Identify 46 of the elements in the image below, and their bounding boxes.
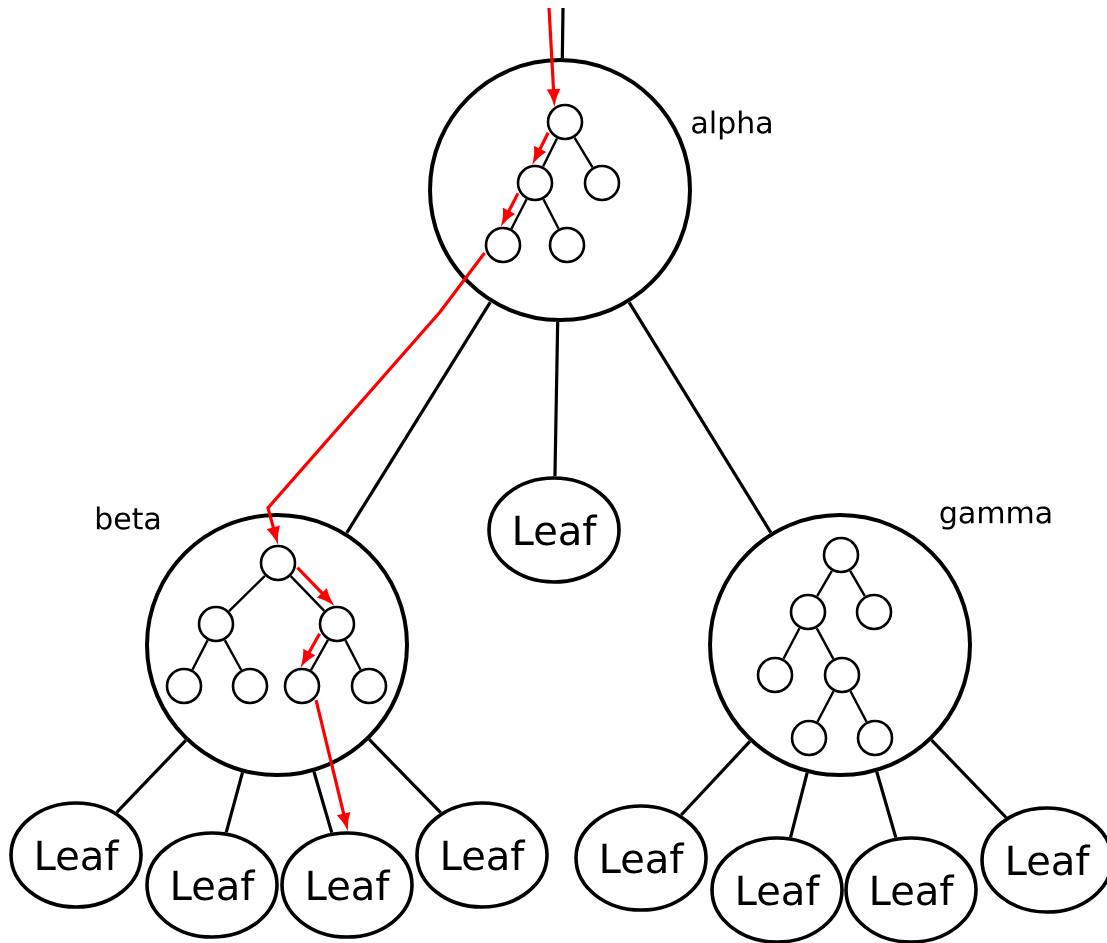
tree-edge [573, 137, 594, 168]
tree-edge [115, 739, 187, 814]
tree-edge [344, 639, 362, 671]
tree-node-circle [546, 103, 584, 141]
tree-node-circle [856, 719, 894, 757]
tree-node-circle [823, 656, 861, 694]
path-arrow [296, 566, 332, 603]
tree-node-circle [790, 719, 828, 757]
tree-node-circle [789, 593, 827, 631]
tree-edge [849, 570, 866, 597]
tree-node-circle [197, 605, 235, 643]
node-label: gamma [940, 506, 1051, 530]
tree-edge [782, 627, 801, 660]
tree-node-circle [756, 656, 794, 694]
tree-edge [875, 771, 898, 839]
tree-edge [789, 772, 809, 838]
tree-edge [368, 738, 442, 814]
tree-node-circle [165, 667, 203, 705]
node-label: beta [96, 506, 160, 530]
tree-edge [816, 690, 835, 723]
tree-edge [224, 772, 245, 833]
tree-node-circle [855, 593, 893, 631]
tree-node-circle [231, 667, 269, 705]
tree-edge [553, 321, 560, 477]
tree-edge [815, 627, 835, 660]
tree-node-circle [484, 226, 522, 264]
tree-edge [560, 8, 565, 59]
tree-node-circle [259, 544, 297, 582]
tree-edge [289, 575, 326, 612]
tree-edge [191, 639, 209, 671]
tree-edge [228, 575, 266, 613]
tree-edge [930, 739, 1008, 819]
node-label: alpha [692, 110, 771, 140]
tree-edge [627, 301, 773, 534]
tree-edge [223, 639, 243, 671]
tree-edge [542, 198, 560, 230]
tree-edge [816, 570, 833, 597]
tree-edge [849, 690, 868, 723]
tree-node-circle [822, 536, 860, 574]
tree-node-circle [283, 667, 321, 705]
tree-edge [680, 740, 752, 817]
tree-node-circle [516, 164, 554, 202]
tree-node-circle [548, 226, 586, 264]
tree-node-circle [318, 605, 356, 643]
tree-node-circle [583, 164, 621, 202]
tree-node-circle [350, 667, 388, 705]
